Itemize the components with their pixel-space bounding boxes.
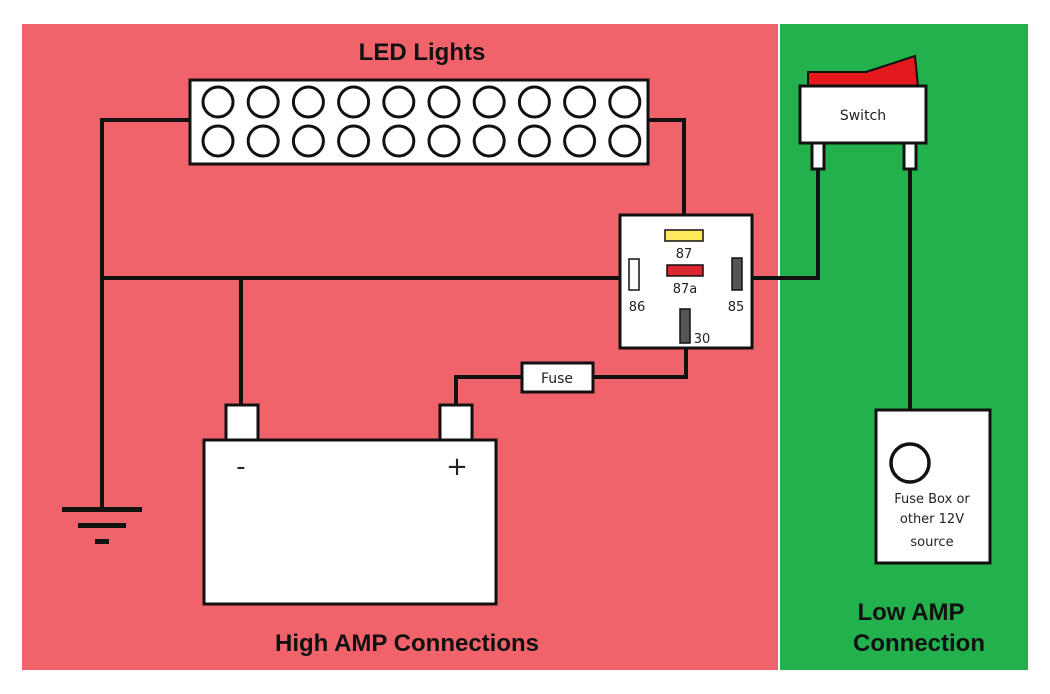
led-bulb	[517, 124, 551, 158]
rocker-switch: Switch	[798, 54, 928, 171]
led-bulb	[472, 85, 506, 119]
led-bulb	[563, 85, 597, 119]
fuse-box-source: Fuse Box or other 12V source	[874, 408, 992, 565]
switch-terminal-left	[810, 141, 826, 171]
low-amp-label-line2: Connection	[853, 630, 985, 657]
led-grid	[201, 85, 642, 158]
led-bulb	[291, 85, 325, 119]
source-label-line2: other 12V	[900, 512, 964, 527]
relay: 87 87a 86 85 30	[618, 213, 754, 350]
relay-pin-30	[679, 308, 691, 344]
battery: - +	[202, 403, 498, 606]
led-bulb	[382, 85, 416, 119]
led-bulb	[246, 124, 280, 158]
led-light-bar	[188, 78, 650, 166]
switch-terminal-right	[902, 141, 918, 171]
relay-pin-85-label: 85	[728, 300, 745, 315]
led-bulb	[563, 124, 597, 158]
switch-label: Switch	[840, 108, 886, 124]
led-bulb	[427, 124, 461, 158]
led-bulb	[382, 124, 416, 158]
relay-pin-87a	[666, 264, 704, 277]
wiring	[100, 118, 912, 508]
led-bulb	[427, 85, 461, 119]
relay-pin-30-label: 30	[694, 332, 711, 347]
led-bulb	[201, 124, 235, 158]
led-bulb	[246, 85, 280, 119]
relay-pin-85	[731, 257, 743, 291]
wire-led-to-relay-87	[648, 118, 686, 215]
relay-pin-87	[664, 229, 704, 242]
led-lights-title: LED Lights	[359, 39, 486, 66]
led-bulb	[517, 85, 551, 119]
wire-relay-30-to-fuse	[593, 348, 688, 379]
high-amp-label: High AMP Connections	[275, 630, 539, 657]
relay-pin-86-label: 86	[629, 300, 646, 315]
relay-pin-86	[628, 258, 640, 291]
led-bulb	[201, 85, 235, 119]
wire-led-to-ground	[100, 118, 190, 508]
wire-fuse-to-battery-positive	[454, 375, 522, 405]
battery-negative-terminal	[224, 403, 260, 443]
source-label-line3: source	[910, 535, 953, 550]
wire-relay-85-to-switch	[752, 168, 820, 280]
battery-positive-label: +	[446, 452, 468, 482]
fuse: Fuse	[520, 361, 595, 394]
battery-body	[202, 438, 498, 606]
relay-pin-87-label: 87	[676, 247, 693, 262]
fuse-label: Fuse	[541, 371, 573, 387]
low-amp-label-line1: Low AMP	[857, 599, 964, 626]
led-bulb	[337, 85, 371, 119]
led-bulb	[608, 85, 642, 119]
switch-body	[798, 84, 928, 145]
ground-symbol	[62, 507, 142, 544]
led-bulb	[291, 124, 325, 158]
led-bulb	[472, 124, 506, 158]
source-terminal	[889, 442, 931, 484]
battery-positive-terminal	[438, 403, 474, 443]
relay-pin-87a-label: 87a	[673, 282, 698, 297]
source-label-line1: Fuse Box or	[894, 492, 970, 507]
led-bulb	[337, 124, 371, 158]
battery-negative-label: -	[236, 452, 245, 482]
led-bulb	[608, 124, 642, 158]
